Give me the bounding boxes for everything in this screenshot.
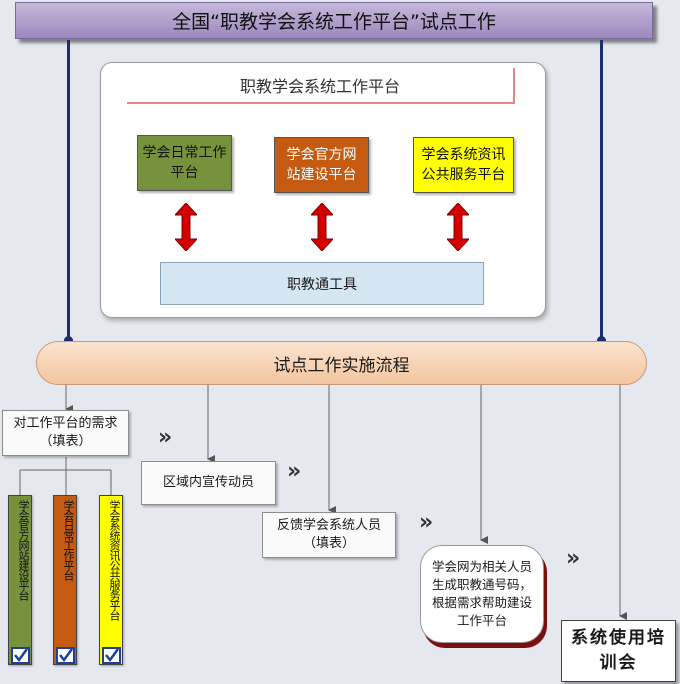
module-info-service: 学会系统资讯公共服务平台 [413,137,514,193]
chevron-right-icon: » [158,425,173,450]
subitem-info-platform: 学会系统资讯公共服务平台 [99,495,123,665]
tool-box: 职教通工具 [160,262,484,305]
checkbox-checked-icon [102,647,121,664]
double-arrow-icon [311,203,333,251]
step-regional-mobilization: 区域内宣传动员 [141,461,276,505]
chevron-right-icon: » [287,459,302,484]
checkbox-checked-icon [56,647,75,664]
left-connector-dot [64,336,73,345]
right-connector-dot [597,336,606,345]
subitem-website-platform: 学会官方网站建设平台 [8,495,32,665]
chevron-right-icon: » [419,510,434,535]
double-arrow-icon [175,203,197,251]
module-daily-work: 学会日常工作平台 [137,135,232,191]
step-training-meeting: 系统使用培训会 [561,620,676,682]
module-official-website: 学会官方网站建设平台 [274,137,369,193]
chevron-right-icon: » [566,546,581,571]
checkbox-checked-icon [11,647,30,664]
flow-connectors [19,385,627,620]
left-connector-line [67,40,70,340]
step-demand-form: 对工作平台的需求（填表） [2,410,129,456]
subitem-daily-platform: 学会日常工作平台 [53,495,77,665]
flow-bar: 试点工作实施流程 [36,341,647,385]
step-generate-accounts: 学会网为相关人员生成职教通号码，根据需求帮助建设工作平台 [420,545,544,643]
platform-title: 职教学会系统工作平台 [127,68,515,104]
step-feedback-form: 反馈学会系统人员（填表） [262,512,396,558]
right-connector-line [600,40,603,340]
double-arrow-icon [447,203,469,251]
page-title: 全国“职教学会系统工作平台”试点工作 [15,2,653,39]
